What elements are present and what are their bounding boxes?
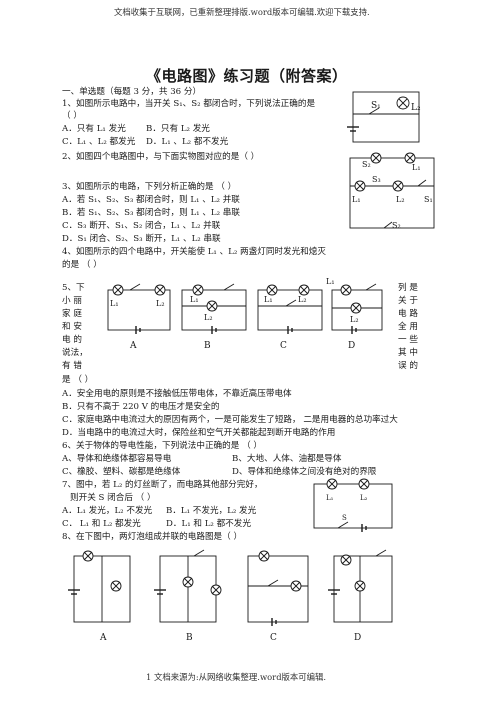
- q5-right-2: 关 于: [398, 296, 418, 306]
- q7-option-c: C． L₁ 和 L₂ 都发光: [62, 519, 141, 529]
- q7-option-b: B．L₁ 不发光，L₂ 发光: [166, 506, 257, 516]
- q6-option-a: A、导体和绝缘体都容易导电: [62, 454, 172, 464]
- q7-option-d: D．L₁ 和 L₂ 都不发光: [166, 519, 251, 529]
- q8-diagram-d: [328, 549, 393, 623]
- question-1-stem-cont: （ ）: [62, 111, 82, 121]
- q1-option-a: A．只有 L₁ 发光: [62, 124, 126, 134]
- q8-diagram-c: [247, 550, 309, 626]
- q2-label-s3: S₃: [372, 175, 381, 184]
- question-4-stem-cont: 的是 （ ）: [62, 260, 102, 270]
- q3-option-b: B．若 S₁、S₂、S₃ 都闭合时，则 L₁ 、L₂ 串联: [62, 208, 240, 218]
- q5-right-1: 列 是: [398, 283, 418, 293]
- question-6-stem: 6、关于物体的导电性能，下列说法中正确的是 （ ）: [62, 441, 262, 451]
- q5-right-5: 一 些: [398, 335, 418, 345]
- q2-label-l1-top: L₁: [412, 163, 421, 172]
- q4c-label-l1: L₁: [264, 295, 273, 304]
- q4-circuit-diagrams: L₁ L₂ L₁ L₂ L₁ L₂ L₁ L₂ A B C D: [107, 277, 383, 351]
- q8-choice-b: B: [186, 633, 193, 643]
- q8-diagram-a: [68, 550, 131, 623]
- q4-diagram-d: L₁ L₂: [326, 277, 383, 334]
- q7-circuit-diagram: L₁ L₂ S: [313, 478, 393, 532]
- q4b-label-l2: L₂: [204, 313, 213, 322]
- question-3-stem: 3、如图所示的电路，下列分析正确的是 （ ）: [62, 182, 237, 192]
- q1-label-s1: S₁: [371, 101, 381, 111]
- q5-stem-tail: 是 （ ）: [62, 375, 94, 385]
- page-footer: 1 文档来源为:从网络收集整理.word版本可编辑.: [146, 672, 327, 682]
- question-7-stem-cont: 则开关 S 闭合后 （ ）: [70, 493, 156, 503]
- q8-choice-d: D: [354, 633, 361, 643]
- q2-label-s1: S₁: [424, 195, 433, 204]
- q5-right-6: 其 中: [398, 348, 418, 358]
- q4-choice-b: B: [204, 341, 211, 351]
- q6-option-c: C、橡胶、塑料、碳都是绝缘体: [62, 467, 181, 477]
- q3-option-a: A．若 S₁、S₂、S₃ 都闭合时，则 L₁ 、L₂ 并联: [62, 195, 240, 205]
- q4-diagram-b: L₁ L₂: [181, 283, 247, 334]
- q4b-label-l1: L₁: [190, 295, 199, 304]
- q5-left-7: 有 错: [62, 361, 82, 371]
- q7-label-l2: L₂: [360, 494, 368, 502]
- q2-label-s2: S₂: [392, 221, 401, 230]
- q1-option-d: D．L₁ 、L₂ 都不发光: [146, 137, 229, 147]
- q5-left-3: 家 庭: [62, 309, 82, 319]
- q4d-label-l1: L₁: [326, 277, 335, 286]
- q2-circuit-diagram: S₂ L₁ S₃ L₁ L₂ S₁ S₂: [349, 152, 435, 230]
- question-1-stem: 1、如图所示电路中，当开关 S₁、S₂ 都闭合时，下列说法正确的是: [62, 99, 316, 109]
- q5-left-4: 和 安: [62, 322, 82, 332]
- q5-right-7: 误 的: [398, 361, 418, 371]
- q3-option-c: C．S₃ 断开、S₁、S₂ 闭合，L₁ 、L₂ 并联: [62, 221, 221, 231]
- q7-label-s: S: [342, 514, 347, 522]
- q8-choice-c: C: [270, 633, 277, 643]
- q5-right-3: 电 路: [398, 309, 418, 319]
- q5-left-2: 小 丽: [62, 296, 82, 306]
- q4-diagram-a: L₁ L₂: [107, 283, 171, 334]
- q7-label-l1: L₁: [326, 494, 334, 502]
- q5-option-b: B．只有不高于 220 V 的电压才是安全的: [62, 402, 220, 412]
- q8-diagram-b: [154, 549, 222, 623]
- question-8-stem: 8、在下图中，两灯泡组成并联的电路图是（ ）: [62, 532, 243, 542]
- q4a-label-l2: L₂: [156, 299, 165, 308]
- q6-option-d: D、导体和绝缘体之间没有绝对的界限: [232, 467, 377, 477]
- q4d-label-l2: L₂: [350, 315, 359, 324]
- q6-option-b: B、大地、人体、油都是导体: [232, 454, 342, 464]
- q4-choice-d: D: [348, 341, 355, 351]
- q4-choice-a: A: [129, 341, 137, 351]
- q4-diagram-c: L₁ L₂: [257, 284, 323, 334]
- q5-option-c: C．家庭电路中电流过大的原因有两个，一是可能发生了短路， 二是用电器的总功率过大: [62, 415, 398, 425]
- page-header: 文档收集于互联网，已重新整理排版.word版本可编辑.欢迎下载支持.: [114, 7, 370, 17]
- q1-circuit-diagram: S₁ L₂: [347, 91, 421, 143]
- q1-label-l2: L₂: [411, 103, 421, 113]
- q4a-label-l1: L₁: [110, 299, 119, 308]
- q8-circuit-diagrams: A B C D: [68, 549, 393, 643]
- q2-label-l1: L₁: [352, 195, 361, 204]
- q2-label-l2: L₂: [396, 195, 405, 204]
- page-title: 《电路图》练习题（附答案）: [146, 67, 348, 85]
- q5-left-6: 说法，: [62, 348, 88, 358]
- section-heading: 一、单选题（每题 3 分，共 36 分）: [62, 87, 202, 97]
- q3-option-d: D．S₁ 闭合、S₂、S₃ 断开，L₁ 、L₂ 串联: [62, 234, 221, 244]
- question-2-stem: 2、如图四个电路图中，与下面实物图对应的是（ ）: [62, 152, 260, 162]
- question-4-stem: 4、如图所示的四个电路中，开关能使 L₁ 、L₂ 两盏灯同时发光和熄灭: [62, 247, 326, 257]
- q5-right-4: 全 用: [398, 322, 418, 332]
- q7-option-a: A．L₁ 发光，L₂ 不发光: [62, 506, 153, 516]
- q5-option-a: A．安全用电的原则是不接触低压带电体，不靠近高压带电体: [62, 389, 292, 399]
- question-7-stem: 7、图中，若 L₂ 的灯丝断了，而电路其他部分完好，: [62, 480, 263, 490]
- q5-option-d: D．当电路中的电流过大时，保险丝和空气开关都能起到断开电路的作用: [62, 428, 336, 438]
- q5-left-1: 5、下: [62, 283, 85, 293]
- q8-choice-a: A: [99, 633, 107, 643]
- q2-label-s2-top: S₂: [362, 160, 371, 169]
- q1-option-c: C．L₁ 、L₂ 都发光: [62, 137, 136, 147]
- q1-option-b: B．只有 L₂ 发光: [146, 124, 210, 134]
- q4-choice-c: C: [280, 341, 287, 351]
- q5-left-5: 电 的: [62, 335, 82, 345]
- q4c-label-l2: L₂: [298, 295, 307, 304]
